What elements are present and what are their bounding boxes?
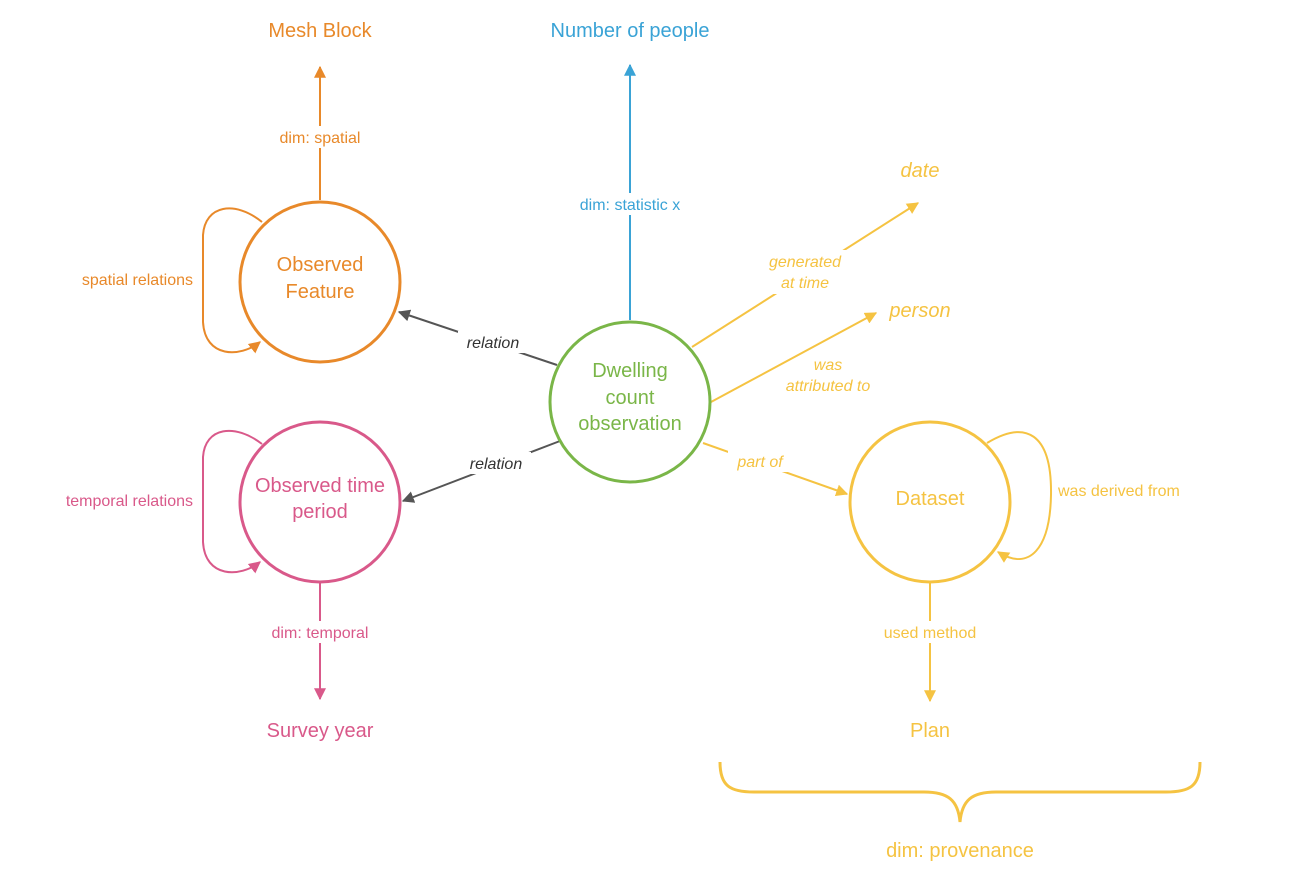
observed-feature-line2: Feature xyxy=(286,281,355,303)
term-date: date xyxy=(901,160,940,182)
label-dim-spatial: dim: spatial xyxy=(280,130,361,147)
label-attributed-line1: was xyxy=(814,357,842,374)
label-temporal-relations: temporal relations xyxy=(66,493,193,510)
edge-was-derived-from-loop xyxy=(986,431,1053,563)
label-generated-line1: generated xyxy=(769,254,842,271)
term-survey-year: Survey year xyxy=(267,720,374,742)
node-dataset[interactable]: Dataset xyxy=(848,420,1012,584)
label-was-derived-from: was derived from xyxy=(1057,483,1180,500)
provenance-brace xyxy=(718,761,1202,823)
observation-line2: count xyxy=(606,387,655,409)
edge-temporal-relations-loop xyxy=(202,429,263,574)
label-relation-time: relation xyxy=(470,456,523,473)
edge-spatial-relations-loop xyxy=(202,207,263,354)
label-used-method: used method xyxy=(884,625,977,642)
term-mesh-block: Mesh Block xyxy=(268,20,372,42)
observed-time-period-line2: period xyxy=(292,501,348,523)
label-relation-feature: relation xyxy=(467,335,520,352)
term-person: person xyxy=(888,300,950,322)
term-number-of-people: Number of people xyxy=(551,20,710,42)
label-attributed-line2: attributed to xyxy=(786,378,871,395)
label-dim-statistic: dim: statistic x xyxy=(580,197,680,214)
dataset-label: Dataset xyxy=(896,488,965,510)
label-spatial-relations: spatial relations xyxy=(82,272,193,289)
term-dim-provenance: dim: provenance xyxy=(886,840,1034,862)
edge-was-attributed-to xyxy=(710,312,878,403)
node-dwelling-count-observation[interactable]: Dwelling count observation xyxy=(548,320,712,484)
node-observed-feature[interactable]: Observed Feature xyxy=(238,200,402,364)
label-part-of: part of xyxy=(736,454,784,471)
observation-line1: Dwelling xyxy=(592,360,668,382)
term-plan: Plan xyxy=(910,720,950,742)
node-observed-time-period[interactable]: Observed time period xyxy=(238,420,402,584)
label-dim-temporal: dim: temporal xyxy=(272,625,369,642)
label-generated-line2: at time xyxy=(781,275,829,292)
observation-line3: observation xyxy=(578,413,681,435)
observed-time-period-line1: Observed time xyxy=(255,475,385,497)
observed-feature-line1: Observed xyxy=(277,254,364,276)
